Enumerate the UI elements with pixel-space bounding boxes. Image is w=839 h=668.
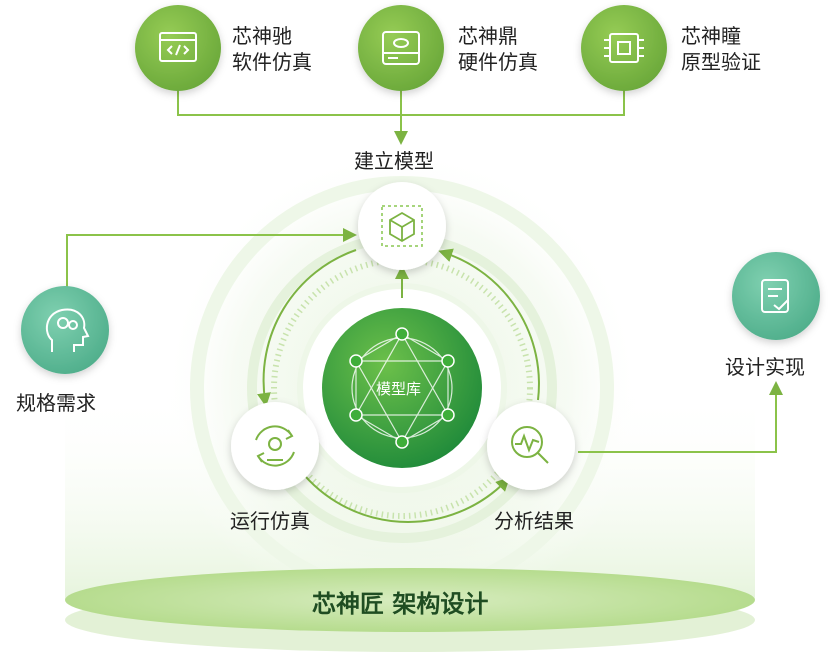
model-library-label: 模型库: [376, 380, 422, 398]
tool-name: 芯神瞳: [681, 24, 741, 48]
cube-icon: [381, 205, 423, 247]
connectors: [66, 90, 783, 453]
tool-function: 硬件仿真: [458, 50, 538, 74]
checklist-icon: [761, 279, 789, 313]
analyze-results-label: 分析结果: [494, 509, 574, 533]
tool-name: 芯神驰: [232, 24, 292, 48]
tool-function: 软件仿真: [232, 50, 312, 74]
tool-button-hardware-emu[interactable]: [358, 5, 444, 91]
design-implementation-label: 设计实现: [725, 355, 805, 379]
spec-requirements-button[interactable]: [21, 286, 109, 374]
tool-label-hardware-emu: 芯神鼎 硬件仿真: [458, 23, 538, 75]
tool-label-prototype: 芯神瞳 原型验证: [681, 23, 761, 75]
run-simulation-node[interactable]: [231, 402, 319, 490]
simulation-cycle-icon: [255, 425, 295, 467]
head-brain-icon: [45, 308, 90, 352]
base-platform: [65, 568, 755, 652]
tool-name: 芯神鼎: [458, 24, 518, 48]
arrow-spec-to-model: [66, 228, 357, 300]
arrow-sim-to-analyze: [299, 469, 510, 523]
build-model-label: 建立模型: [354, 149, 434, 173]
architecture-design-label: 芯神匠 架构设计: [312, 590, 489, 618]
model-library-node: [322, 308, 482, 468]
magnifier-chart-icon: [511, 426, 549, 464]
hardware-drive-icon: [382, 31, 420, 65]
design-implementation-button[interactable]: [732, 252, 820, 340]
cycle-arrows: [257, 248, 540, 523]
run-simulation-label: 运行仿真: [230, 509, 310, 533]
chip-icon: [604, 33, 644, 63]
spec-requirements-label: 规格需求: [16, 391, 96, 415]
tool-button-prototype[interactable]: [581, 5, 667, 91]
tool-label-software-sim: 芯神驰 软件仿真: [232, 23, 312, 75]
tool-function: 原型验证: [681, 50, 761, 74]
tool-button-software-sim[interactable]: [135, 5, 221, 91]
build-model-node[interactable]: [358, 182, 446, 270]
arrow-analyze-to-impl: [578, 381, 783, 453]
arrow-model-to-sim: [257, 249, 357, 407]
arrow-analyze-to-model: [438, 248, 540, 401]
code-window-icon: [159, 32, 197, 62]
analyze-results-node[interactable]: [487, 402, 575, 490]
